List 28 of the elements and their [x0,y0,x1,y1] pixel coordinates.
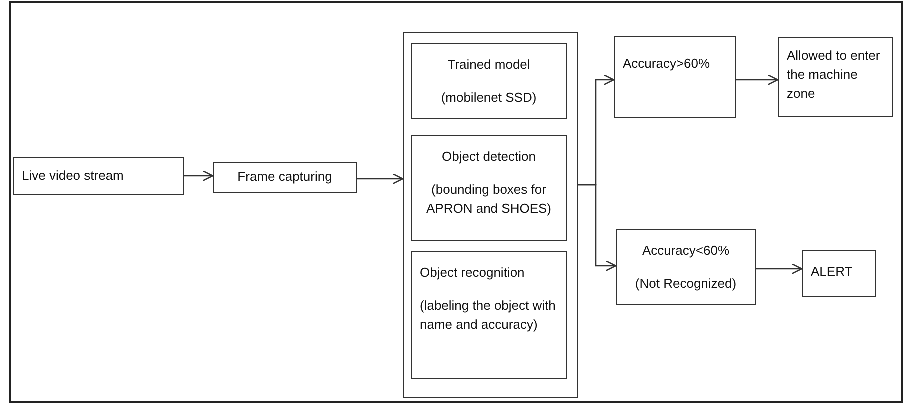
process-box [13,157,184,195]
node-title: Trained model [446,56,532,74]
arrow [578,184,617,272]
node-title: Frame capturing [238,168,332,186]
decision-box [616,229,756,305]
process-box [411,251,567,379]
arrow [736,74,779,86]
node-title: Live video stream [22,166,124,185]
node-text: (mobilenet SSD) [440,88,538,107]
node-title: Accuracy>60% [623,55,712,73]
node-title: Accuracy<60% [641,242,731,260]
decision-box [614,36,736,118]
node-title: Allowed to enter the machine zone [787,47,882,103]
process-box [411,43,567,119]
node-title: Object detection [441,148,537,166]
node-text: (bounding boxes for APRON and SHOES) [426,180,552,218]
process-box [411,135,567,241]
node-text: (labeling the object with name and accuracy) [420,296,557,334]
result-box [778,37,893,117]
arrow [184,170,214,182]
arrow [756,263,803,275]
arrow [357,173,404,185]
group-box [403,32,578,398]
alert-box [802,250,876,297]
process-box [213,162,357,193]
node-title: ALERT [811,263,854,281]
node-text: (Not Recognized) [634,274,738,293]
node-title: Object recognition [420,264,526,282]
